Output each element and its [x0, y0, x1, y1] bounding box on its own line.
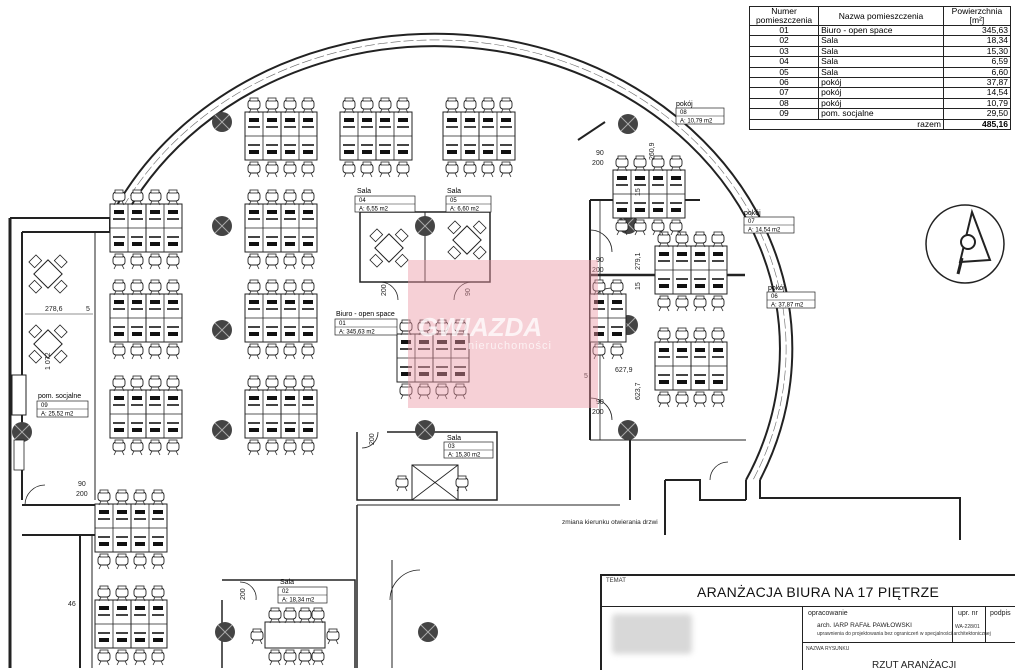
svg-text:04: 04 [359, 198, 366, 204]
column-header-name: Nazwa pomieszczenia [818, 6, 944, 26]
svg-text:5: 5 [86, 306, 90, 313]
svg-text:15: 15 [635, 188, 642, 196]
svg-text:Sala: Sala [447, 188, 461, 195]
svg-text:260,9: 260,9 [649, 142, 656, 160]
svg-text:A: 15,30 m2: A: 15,30 m2 [448, 453, 481, 459]
kitchen-counter [11, 374, 27, 471]
svg-text:278,6: 278,6 [45, 306, 63, 313]
room-label-pom-socjalne-09: pom. socjalne 09 A: 25,52 m2 [36, 393, 89, 418]
svg-text:Sala: Sala [357, 188, 371, 195]
sala-03-furniture [395, 464, 469, 501]
svg-text:200: 200 [240, 588, 247, 600]
svg-text:pom. socjalne: pom. socjalne [38, 393, 81, 400]
svg-text:Sala: Sala [447, 435, 461, 442]
svg-text:08: 08 [680, 110, 687, 116]
svg-text:Biuro - open space: Biuro - open space [336, 311, 395, 318]
nazwa-rysunku-label: NAZWA RYSUNKU [806, 646, 850, 652]
svg-text:90: 90 [596, 257, 604, 264]
sala-02-conference-table [250, 607, 340, 666]
svg-text:06: 06 [771, 294, 778, 300]
svg-text:pokój: pokój [676, 101, 693, 108]
svg-text:627,9: 627,9 [615, 367, 633, 374]
svg-text:A: 6,55 m2: A: 6,55 m2 [359, 207, 389, 213]
watermark-brand: GWIAZDA [418, 312, 543, 342]
room-label-sala-05: Sala 05 A: 6,60 m2 [445, 188, 492, 213]
watermark-sub: nieruchomości [468, 340, 552, 352]
svg-text:A: 18,34 m2: A: 18,34 m2 [282, 598, 315, 604]
author-note: uprawnienia do projektowania bez ogranic… [817, 631, 991, 637]
room-label-sala-02: Sala 02 A: 18,34 m2 [277, 579, 328, 604]
column-header-area: Powierzchnia [m²] [942, 6, 1012, 26]
temat-label: TEMAT [606, 578, 626, 584]
svg-text:09: 09 [41, 403, 48, 409]
svg-text:200: 200 [369, 433, 376, 445]
column-header-number: Numer pomieszczenia [748, 6, 820, 26]
drawing-title: ARANŻACJA BIURA NA 17 PIĘTRZE [697, 584, 940, 600]
upr-label: upr. nr [958, 610, 978, 617]
room-label-biuro-01: Biuro - open space 01 A: 345,63 m2 [334, 311, 398, 336]
svg-text:A: 25,52 m2: A: 25,52 m2 [41, 412, 74, 418]
svg-text:90: 90 [78, 481, 86, 488]
svg-text:90: 90 [596, 399, 604, 406]
svg-text:A: 37,87 m2: A: 37,87 m2 [771, 303, 804, 309]
svg-text:200: 200 [592, 267, 604, 274]
north-arrow-icon [925, 204, 1005, 284]
svg-text:03: 03 [448, 444, 455, 450]
svg-text:pokój: pokój [768, 285, 785, 292]
svg-text:01: 01 [339, 321, 346, 327]
room-label-sala-03: Sala 03 A: 15,30 m2 [443, 435, 494, 459]
svg-text:1 072: 1 072 [45, 352, 52, 370]
table-total-row: razem 485,16 [748, 118, 1012, 131]
svg-text:A: 10,79 m2: A: 10,79 m2 [680, 119, 713, 125]
svg-text:15: 15 [635, 282, 642, 290]
drawing-name: RZUT ARANŻACJI [872, 660, 957, 671]
svg-text:200: 200 [592, 409, 604, 416]
opracowanie-label: opracowanie [808, 610, 848, 617]
svg-text:A: 6,60 m2: A: 6,60 m2 [450, 207, 480, 213]
svg-text:279,1: 279,1 [635, 252, 642, 270]
upr-value: WA-228/01 [955, 624, 980, 630]
svg-text:46: 46 [68, 601, 76, 608]
svg-text:pokój: pokój [744, 210, 761, 217]
room-label-pokoj-06: pokój 06 A: 37,87 m2 [766, 285, 816, 309]
svg-text:Sala: Sala [280, 579, 294, 586]
svg-text:200: 200 [592, 160, 604, 167]
svg-text:200: 200 [381, 284, 388, 296]
svg-text:02: 02 [282, 589, 289, 595]
curved-facade [109, 32, 794, 481]
svg-text:90: 90 [465, 288, 472, 296]
room-area-table: Numer pomieszczenia Nazwa pomieszczenia … [748, 6, 1012, 131]
title-block: TEMAT ARANŻACJA BIURA NA 17 PIĘTRZE opra… [600, 574, 1015, 671]
svg-text:90: 90 [596, 150, 604, 157]
svg-text:A: 345,63 m2: A: 345,63 m2 [339, 330, 375, 336]
svg-text:5: 5 [584, 373, 588, 380]
svg-text:07: 07 [748, 219, 755, 225]
author-name: arch. IARP RAFAŁ PAWŁOWSKI [817, 622, 912, 629]
room-label-pokoj-07: pokój 07 A: 14,54 m2 [743, 210, 795, 234]
svg-text:05: 05 [450, 198, 457, 204]
room-label-sala-04: Sala 04 A: 6,55 m2 [354, 188, 416, 213]
room-label-pokoj-08: pokój 08 A: 10,79 m2 [675, 101, 725, 125]
door-change-note: zmiana kierunku otwierania drzwi [562, 519, 658, 526]
svg-text:623,7: 623,7 [635, 382, 642, 400]
svg-text:A: 14,54 m2: A: 14,54 m2 [748, 228, 781, 234]
watermark-logo [408, 260, 598, 408]
podpis-label: podpis [990, 610, 1011, 617]
svg-text:200: 200 [76, 491, 88, 498]
dimension-labels: 278,6 5 1 072 260,9 15 279,1 15 627,9 62… [25, 142, 656, 608]
